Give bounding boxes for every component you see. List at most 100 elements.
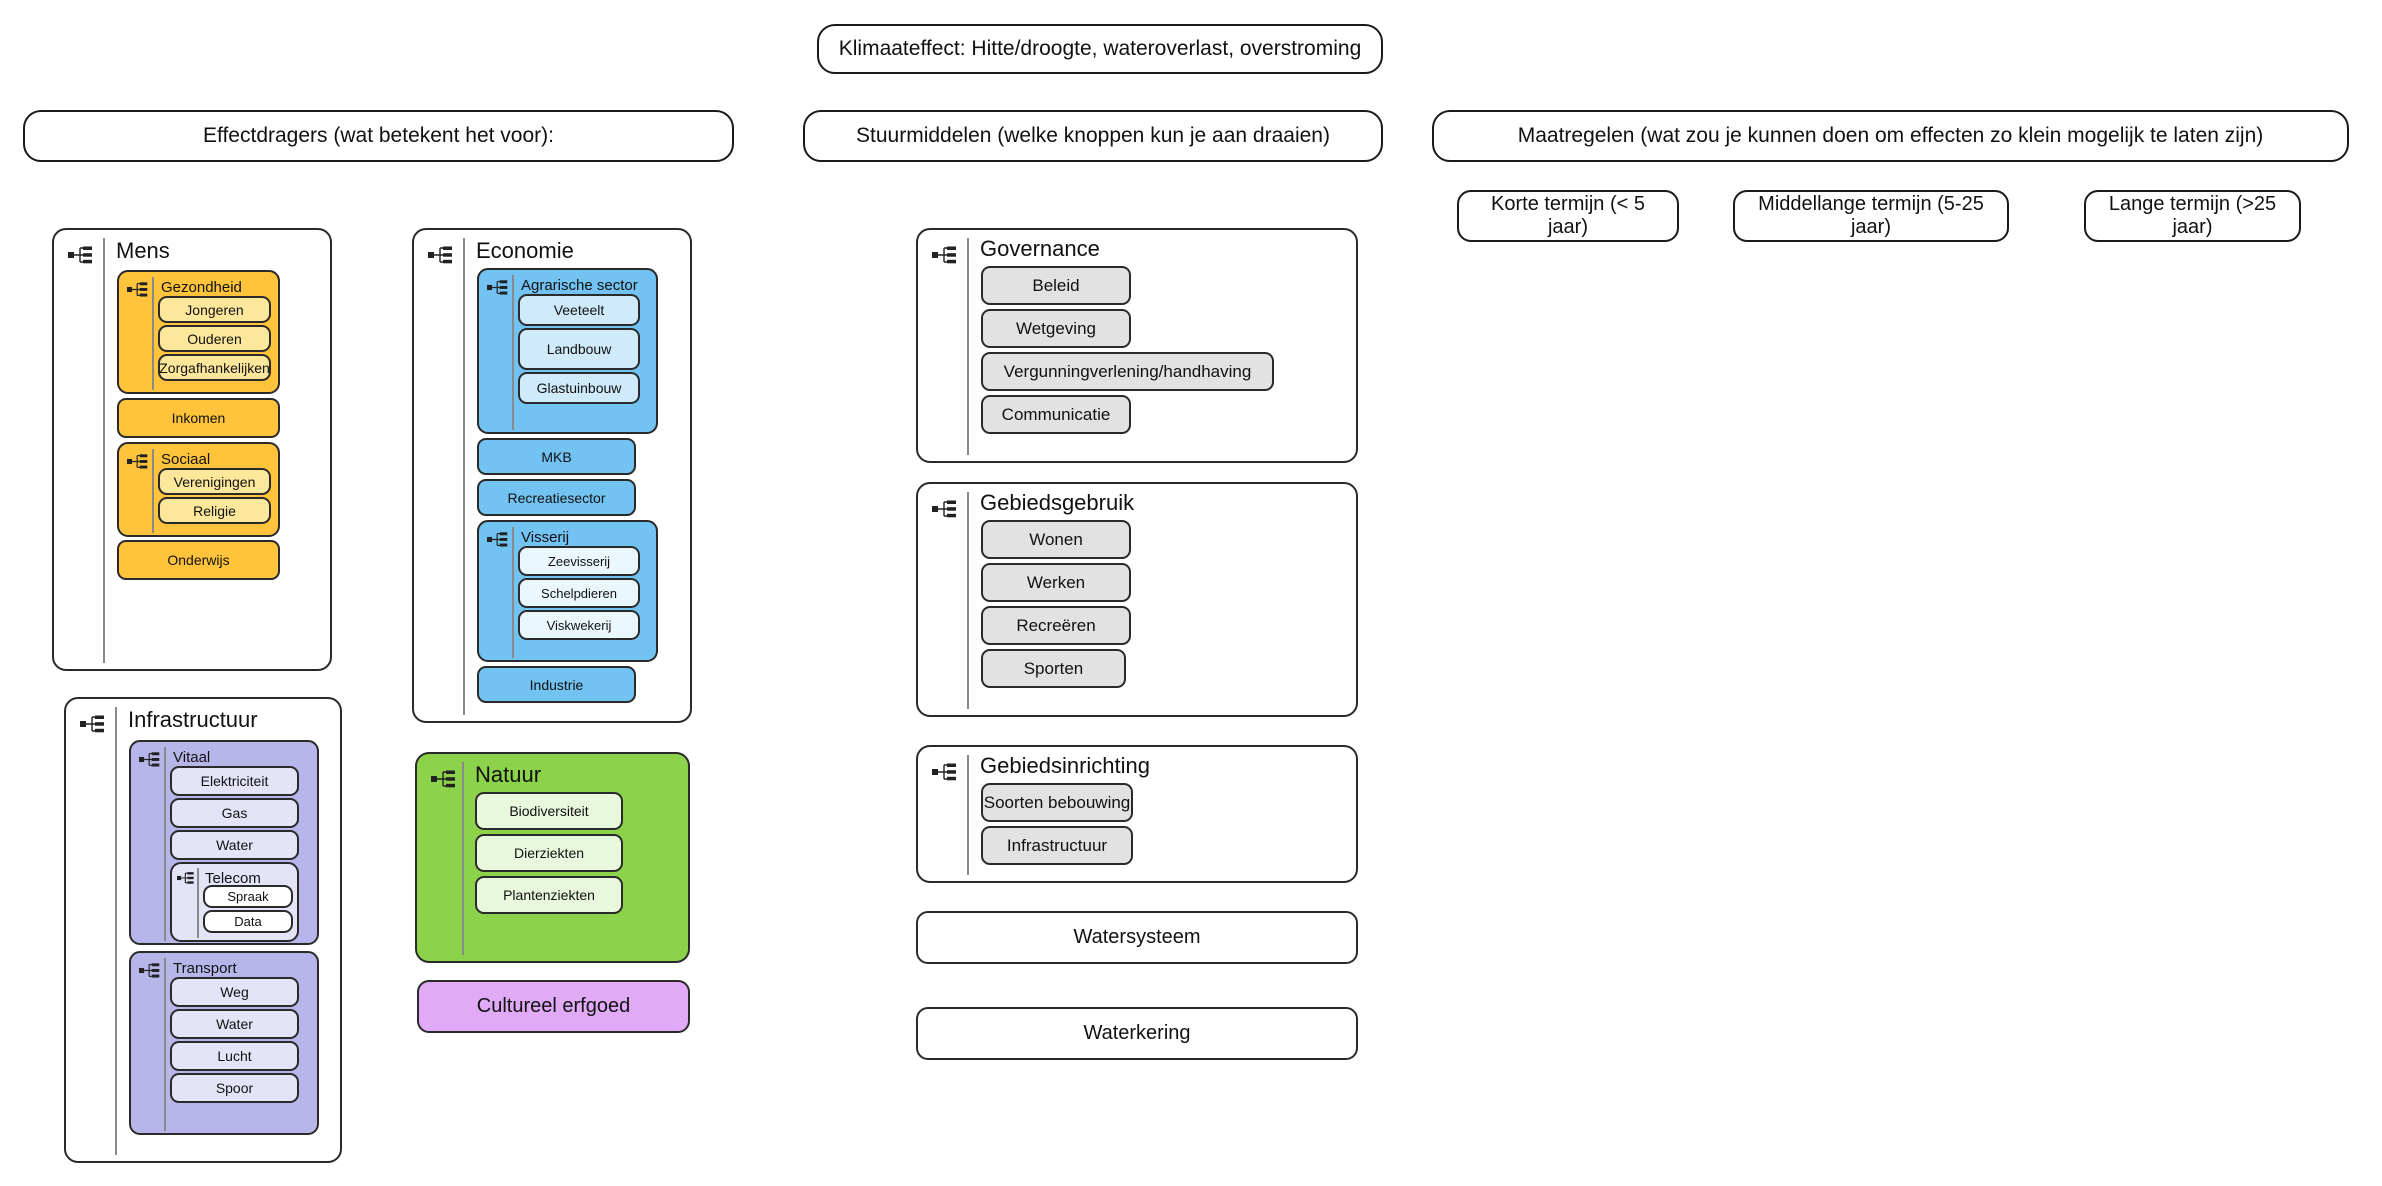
leaf-data[interactable]: Data	[203, 910, 293, 933]
leaf-label: Glastuinbouw	[536, 380, 622, 396]
leaf-jongeren[interactable]: Jongeren	[158, 296, 271, 323]
leaf-communicatie[interactable]: Communicatie	[981, 395, 1131, 434]
collapse-tree-icon[interactable]	[487, 531, 513, 551]
leaf-wetgeving[interactable]: Wetgeving	[981, 309, 1131, 348]
leaf-plantenziekten[interactable]: Plantenziekten	[475, 876, 623, 914]
subgroup-telecom[interactable]: Telecom Spraak Data	[170, 862, 299, 942]
leaf-label: Werken	[1026, 572, 1086, 592]
group-divider	[103, 238, 105, 663]
leaf-label: Weg	[220, 984, 249, 1000]
leaf-inkomen[interactable]: Inkomen	[117, 398, 280, 438]
leaf-label: Watersysteem	[1073, 926, 1201, 948]
subgroup-transport[interactable]: Transport Weg Water Lucht Spoor	[129, 951, 319, 1135]
collapse-tree-icon[interactable]	[139, 962, 165, 982]
leaf-veeteelt[interactable]: Veeteelt	[518, 294, 640, 326]
subgroup-vitaal[interactable]: Vitaal Elektriciteit Gas Water Telecom	[129, 740, 319, 945]
group-natuur-title: Natuur	[475, 762, 542, 787]
leaf-label: Cultureel erfgoed	[476, 995, 631, 1017]
leaf-zorgafhankelijken[interactable]: Zorgafhankelijken	[158, 354, 271, 381]
collapse-tree-icon[interactable]	[932, 762, 958, 782]
leaf-zeevisserij[interactable]: Zeevisserij	[518, 546, 640, 576]
subgroup-visserij[interactable]: Visserij Zeevisserij Schelpdieren Viskwe…	[477, 520, 658, 662]
leaf-recreeren[interactable]: Recreëren	[981, 606, 1131, 645]
group-divider	[164, 958, 166, 1131]
term-pill-korte-termijn[interactable]: Korte termijn (< 5 jaar)	[1457, 190, 1679, 242]
group-infrastructuur[interactable]: Infrastructuur Vitaal Elektriciteit Gas …	[64, 697, 342, 1163]
leaf-vergunningverlening-handhaving[interactable]: Vergunningverlening/handhaving	[981, 352, 1274, 391]
leaf-industrie[interactable]: Industrie	[477, 666, 636, 703]
term-pill-middellange-termijn[interactable]: Middellange termijn (5-25 jaar)	[1733, 190, 2009, 242]
collapse-tree-icon[interactable]	[487, 279, 513, 299]
collapse-tree-icon[interactable]	[428, 245, 454, 265]
leaf-religie[interactable]: Religie	[158, 497, 271, 524]
climate-effect-banner-label: Klimaateffect: Hitte/droogte, wateroverl…	[838, 37, 1362, 60]
leaf-label: Beleid	[1032, 275, 1080, 295]
leaf-label: Recreëren	[1016, 615, 1096, 635]
group-economie[interactable]: Economie Agrarische sector Veeteelt Land…	[412, 228, 692, 723]
leaf-weg[interactable]: Weg	[170, 977, 299, 1007]
column-header-effectdragers-label: Effectdragers (wat betekent het voor):	[203, 124, 554, 147]
leaf-viskwekerij[interactable]: Viskwekerij	[518, 610, 640, 640]
subgroup-sociaal[interactable]: Sociaal Verenigingen Religie	[117, 442, 280, 537]
leaf-lucht[interactable]: Lucht	[170, 1041, 299, 1071]
leaf-gas[interactable]: Gas	[170, 798, 299, 828]
collapse-tree-icon[interactable]	[80, 714, 106, 734]
leaf-werken[interactable]: Werken	[981, 563, 1131, 602]
leaf-spoor[interactable]: Spoor	[170, 1073, 299, 1103]
collapse-tree-icon[interactable]	[127, 453, 153, 473]
group-gebiedsinrichting-title: Gebiedsinrichting	[980, 753, 1150, 778]
leaf-biodiversiteit[interactable]: Biodiversiteit	[475, 792, 623, 830]
subgroup-agrarische-sector[interactable]: Agrarische sector Veeteelt Landbouw Glas…	[477, 268, 658, 434]
subgroup-sociaal-title: Sociaal	[161, 451, 211, 468]
group-mens-title: Mens	[116, 238, 170, 263]
leaf-watersysteem[interactable]: Watersysteem	[916, 911, 1358, 964]
subgroup-gezondheid[interactable]: Gezondheid Jongeren Ouderen Zorgafhankel…	[117, 270, 280, 394]
leaf-onderwijs[interactable]: Onderwijs	[117, 540, 280, 580]
leaf-label: Wonen	[1029, 529, 1083, 549]
group-gebiedsgebruik-title: Gebiedsgebruik	[980, 490, 1135, 515]
leaf-waterkering[interactable]: Waterkering	[916, 1007, 1358, 1060]
group-gebiedsgebruik[interactable]: Gebiedsgebruik Wonen Werken Recreëren Sp…	[916, 482, 1358, 717]
leaf-infrastructuur-stuurmiddel[interactable]: Infrastructuur	[981, 826, 1133, 865]
group-divider	[512, 527, 514, 658]
column-header-stuurmiddelen: Stuurmiddelen (welke knoppen kun je aan …	[803, 110, 1383, 162]
leaf-label: Landbouw	[546, 341, 612, 357]
leaf-landbouw[interactable]: Landbouw	[518, 328, 640, 370]
subgroup-visserij-title: Visserij	[521, 529, 570, 546]
leaf-label: Vergunningverlening/handhaving	[1003, 361, 1252, 381]
leaf-label: Elektriciteit	[200, 773, 269, 789]
collapse-tree-icon[interactable]	[177, 871, 203, 891]
collapse-tree-icon[interactable]	[139, 751, 165, 771]
leaf-mkb[interactable]: MKB	[477, 438, 636, 475]
leaf-beleid[interactable]: Beleid	[981, 266, 1131, 305]
group-natuur[interactable]: Natuur Biodiversiteit Dierziekten Plante…	[415, 752, 690, 963]
leaf-elektriciteit[interactable]: Elektriciteit	[170, 766, 299, 796]
leaf-water-transport[interactable]: Water	[170, 1009, 299, 1039]
group-divider	[164, 747, 166, 941]
group-governance[interactable]: Governance Beleid Wetgeving Vergunningve…	[916, 228, 1358, 463]
collapse-tree-icon[interactable]	[932, 245, 958, 265]
collapse-tree-icon[interactable]	[127, 281, 153, 301]
group-mens[interactable]: Mens Gezondheid Jongeren Ouderen Zorgafh…	[52, 228, 332, 671]
group-gebiedsinrichting[interactable]: Gebiedsinrichting Soorten bebouwing Infr…	[916, 745, 1358, 883]
leaf-verenigingen[interactable]: Verenigingen	[158, 468, 271, 495]
leaf-soorten-bebouwing[interactable]: Soorten bebouwing	[981, 783, 1133, 822]
leaf-cultureel-erfgoed[interactable]: Cultureel erfgoed	[417, 980, 690, 1033]
leaf-label: Zorgafhankelijken	[159, 359, 270, 376]
leaf-glastuinbouw[interactable]: Glastuinbouw	[518, 372, 640, 404]
collapse-tree-icon[interactable]	[431, 769, 457, 789]
leaf-spraak[interactable]: Spraak	[203, 885, 293, 908]
leaf-label: Plantenziekten	[503, 887, 595, 903]
leaf-recreatiesector[interactable]: Recreatiesector	[477, 479, 636, 516]
group-divider	[115, 707, 117, 1155]
collapse-tree-icon[interactable]	[68, 245, 94, 265]
column-header-maatregelen: Maatregelen (wat zou je kunnen doen om e…	[1432, 110, 2349, 162]
leaf-ouderen[interactable]: Ouderen	[158, 325, 271, 352]
leaf-sporten[interactable]: Sporten	[981, 649, 1126, 688]
leaf-dierziekten[interactable]: Dierziekten	[475, 834, 623, 872]
leaf-schelpdieren[interactable]: Schelpdieren	[518, 578, 640, 608]
leaf-wonen[interactable]: Wonen	[981, 520, 1131, 559]
leaf-water-vitaal[interactable]: Water	[170, 830, 299, 860]
collapse-tree-icon[interactable]	[932, 499, 958, 519]
term-pill-lange-termijn[interactable]: Lange termijn (>25 jaar)	[2084, 190, 2301, 242]
